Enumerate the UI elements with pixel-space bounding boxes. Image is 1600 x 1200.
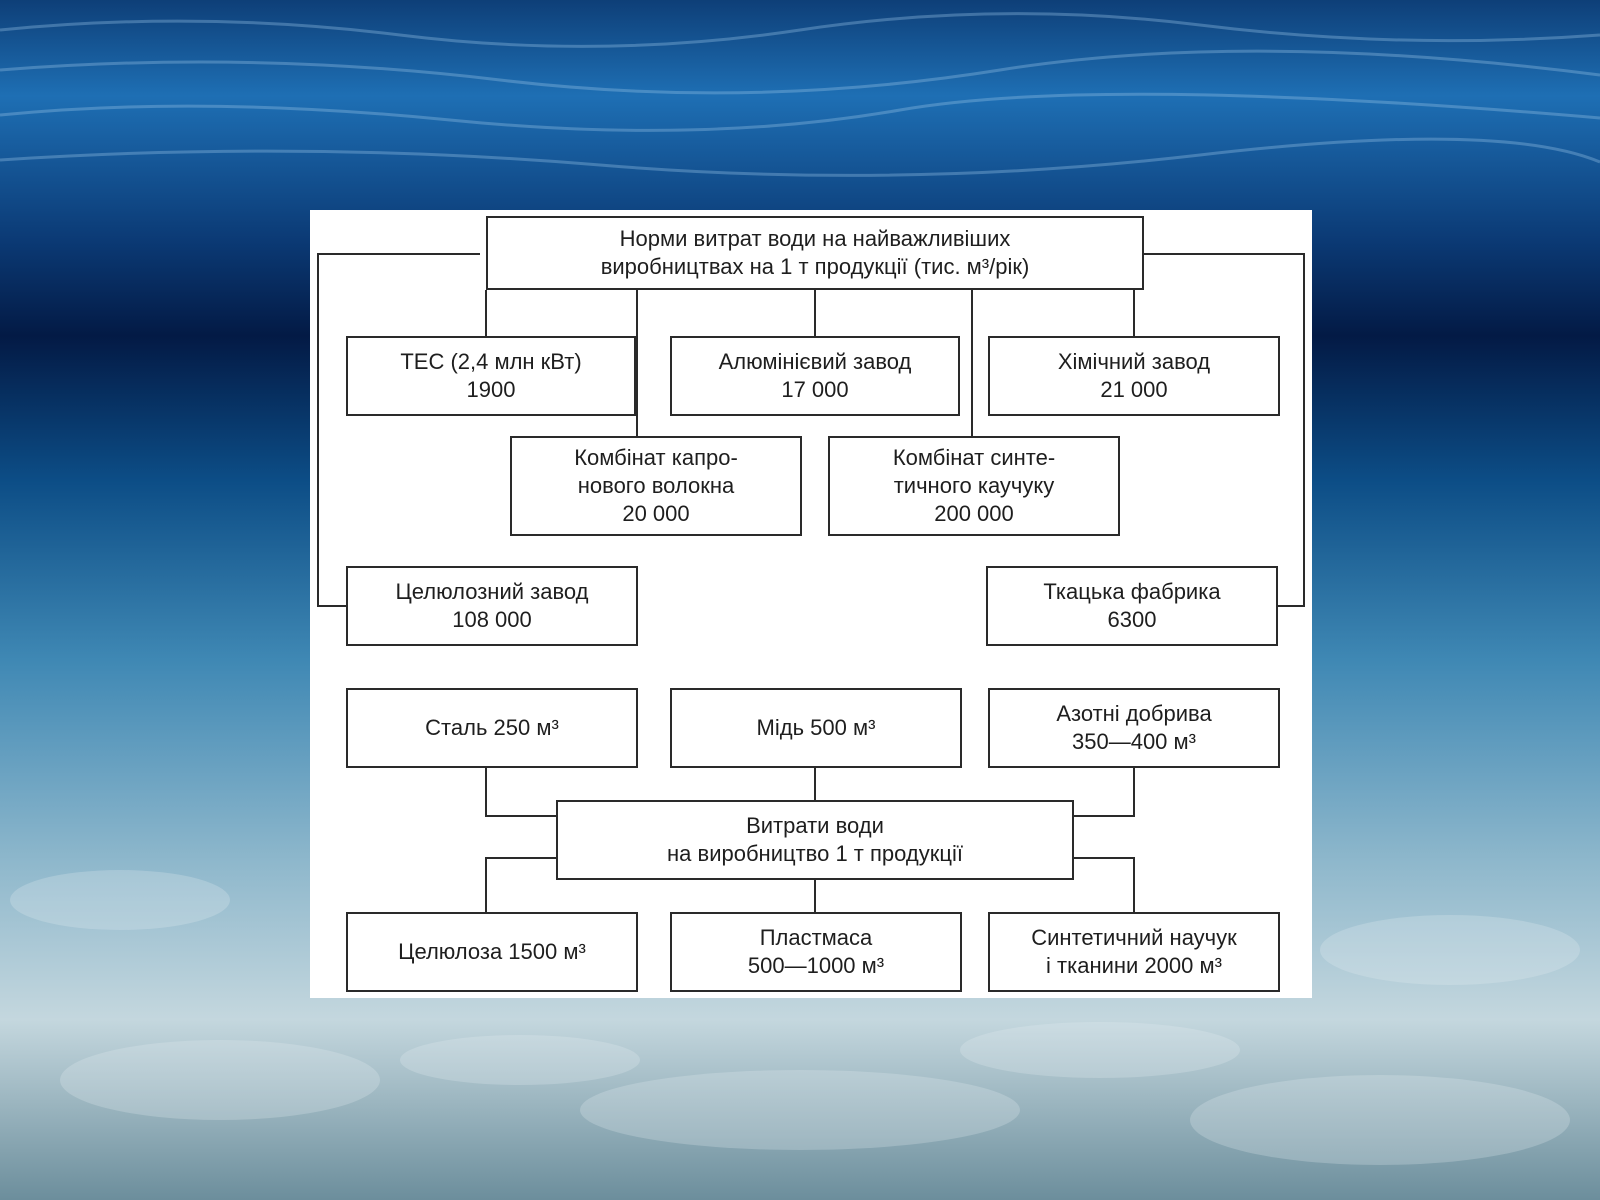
cellulose-label: Целюлоза 1500 м³ [398, 939, 586, 964]
kapron-node: Комбінат капро- нового волокна 20 000 [510, 436, 802, 536]
nitrogen-line1: Азотні добрива [1056, 701, 1212, 726]
kapron-line1: Комбінат капро- [574, 445, 738, 470]
aluminium-node: Алюмінієвий завод 17 000 [670, 336, 960, 416]
kapron-value: 20 000 [622, 501, 690, 526]
chemical-label: Хімічний завод [1057, 349, 1211, 374]
rubber-value: 200 000 [934, 501, 1014, 526]
center-line1: Витрати води [746, 813, 884, 838]
root-line1: Норми витрат води на найважливіших [619, 226, 1011, 251]
aluminium-label: Алюмінієвий завод [718, 349, 912, 374]
tes-value: 1900 [466, 377, 516, 402]
plastic-line2: 500—1000 м³ [747, 953, 885, 978]
root-node: Норми витрат води на найважливіших вироб… [486, 216, 1144, 290]
connector-lines [317, 253, 1305, 912]
cellulose-plant-label: Целюлозний завод [395, 579, 589, 604]
synthetic-node: Синтетичний научук і тканини 2000 м³ [988, 912, 1280, 992]
plastic-line1: Пластмаса [759, 925, 873, 950]
aluminium-value: 17 000 [781, 377, 849, 402]
cellulose-plant-value: 108 000 [452, 607, 532, 632]
center-line2: на виробництво 1 т продукції [667, 841, 963, 866]
center-node: Витрати води на виробництво 1 т продукці… [556, 800, 1074, 880]
plastic-node: Пластмаса 500—1000 м³ [670, 912, 962, 992]
nitrogen-line2: 350—400 м³ [1072, 729, 1196, 754]
rubber-line1: Комбінат синте- [892, 445, 1056, 470]
root-line2: виробництвах на 1 т продукції (тис. м³/р… [600, 254, 1030, 279]
weaving-node: Ткацька фабрика 6300 [986, 566, 1278, 646]
kapron-line2: нового волокна [577, 473, 735, 498]
chemical-node: Хімічний завод 21 000 [988, 336, 1280, 416]
tes-label: ТЕС (2,4 млн кВт) [400, 349, 582, 374]
weaving-label: Ткацька фабрика [1043, 579, 1221, 604]
weaving-value: 6300 [1107, 607, 1157, 632]
steel-node: Сталь 250 м³ [346, 688, 638, 768]
chemical-value: 21 000 [1100, 377, 1168, 402]
steel-label: Сталь 250 м³ [425, 715, 559, 740]
cellulose-node: Целюлоза 1500 м³ [346, 912, 638, 992]
synthetic-line1: Синтетичний научук [1031, 925, 1237, 950]
rubber-line2: тичного каучуку [893, 473, 1055, 498]
rubber-node: Комбінат синте- тичного каучуку 200 000 [828, 436, 1120, 536]
copper-label: Мідь 500 м³ [756, 715, 876, 740]
copper-node: Мідь 500 м³ [670, 688, 962, 768]
cellulose-plant-node: Целюлозний завод 108 000 [346, 566, 638, 646]
nitrogen-node: Азотні добрива 350—400 м³ [988, 688, 1280, 768]
tes-node: ТЕС (2,4 млн кВт) 1900 [346, 336, 636, 416]
synthetic-line2: і тканини 2000 м³ [1046, 953, 1222, 978]
diagram-panel: Норми витрат води на найважливіших вироб… [310, 210, 1312, 998]
